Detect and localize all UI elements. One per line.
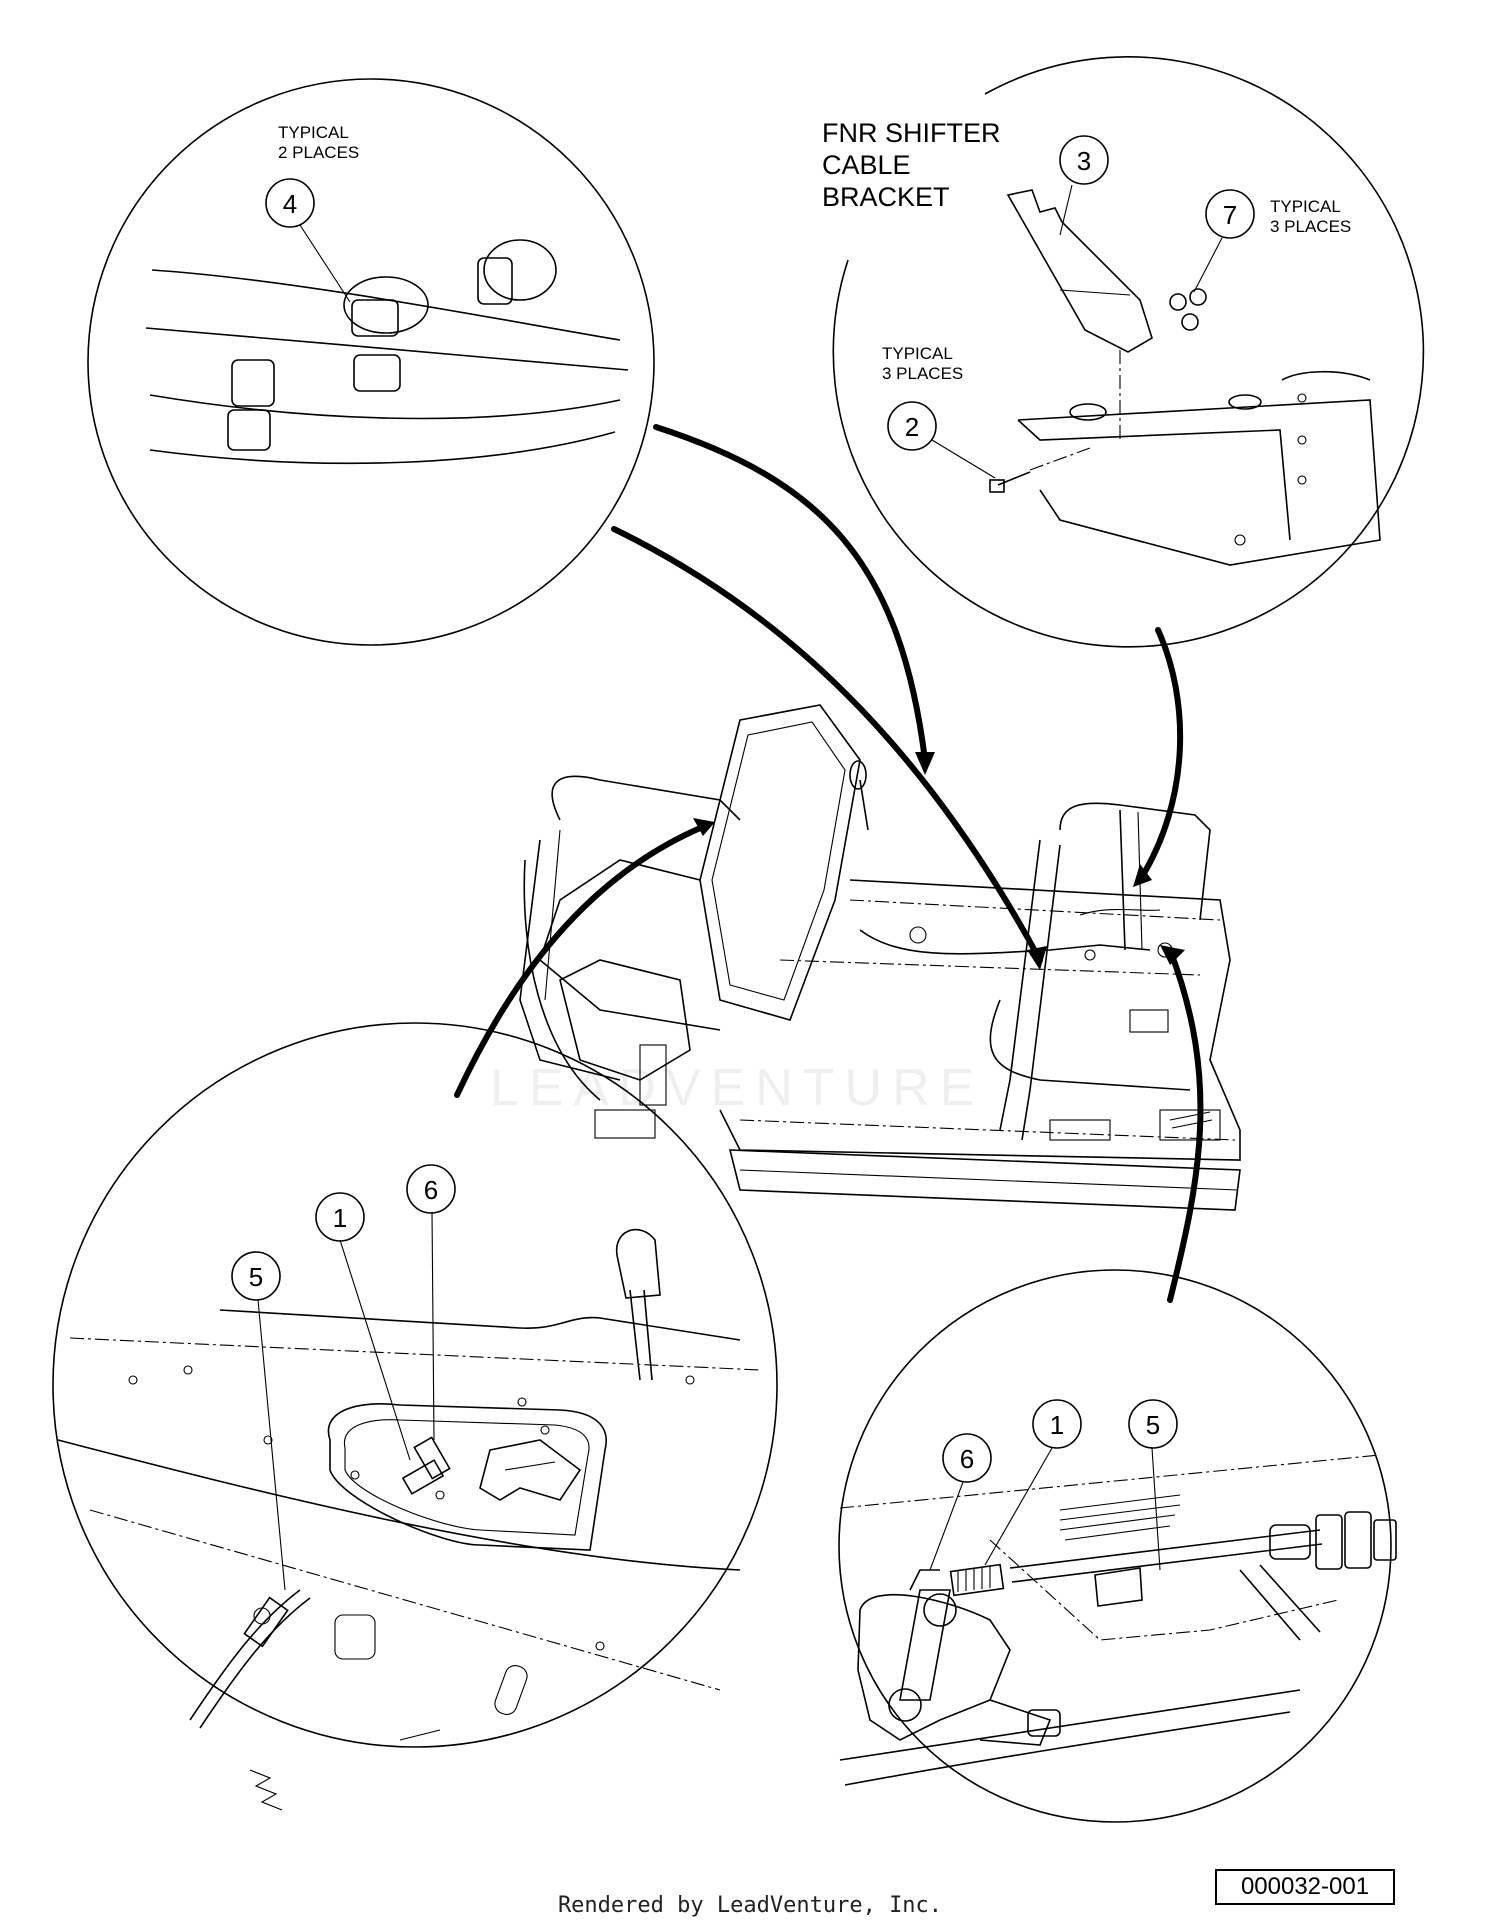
detail-circle-bottom-right: 6 1 5	[838, 1269, 1397, 1823]
note-typical-3-places-a-line1: TYPICAL	[1270, 197, 1341, 216]
detail-connector-lines	[454, 424, 1204, 1303]
bracket-title-line3: BRACKET	[822, 182, 950, 212]
note-typical-2-places-line1: TYPICAL	[278, 123, 349, 142]
callout-1-bottom-left: 1	[315, 1192, 411, 1461]
callout-4-top-left: 4	[265, 178, 351, 303]
callout-number: 7	[1223, 200, 1237, 230]
callout-number: 1	[333, 1203, 347, 1233]
callout-number: 6	[960, 1444, 974, 1474]
bracket-title-line2: CABLE	[822, 150, 911, 180]
callout-7: 7	[1193, 189, 1255, 293]
diagram-part-code: 000032-001	[1215, 1869, 1395, 1905]
note-typical-3-places-b-line1: TYPICAL	[882, 344, 953, 363]
note-typical-3-places-a-line2: 3 PLACES	[1270, 217, 1351, 236]
callout-5-bottom-right: 5	[1128, 1399, 1178, 1571]
callout-2: 2	[887, 401, 996, 479]
callout-number: 4	[283, 189, 297, 219]
note-typical-3-places-b-line2: 3 PLACES	[882, 364, 963, 383]
detail-circle-bottom-left: 1 6 5	[52, 1022, 778, 1811]
main-vehicle-frame: LEADVENTURE	[490, 704, 1241, 1211]
detail-circle-top-left: TYPICAL 2 PLACES 4	[87, 78, 655, 646]
bracket-title-line1: FNR SHIFTER	[822, 118, 1001, 148]
callout-number: 1	[1050, 1410, 1064, 1440]
callout-number: 3	[1077, 146, 1091, 176]
footer-rendered-by: Rendered by LeadVenture, Inc.	[557, 1893, 943, 1918]
callout-6-bottom-left: 6	[406, 1164, 456, 1441]
callout-number: 5	[1146, 1410, 1160, 1440]
callout-number: 2	[905, 412, 919, 442]
callout-5-bottom-left: 5	[231, 1251, 286, 1591]
detail-circle-top-right: FNR SHIFTER CABLE BRACKET TYPICAL 3 PLAC…	[822, 56, 1425, 648]
callout-number: 5	[249, 1262, 263, 1292]
watermark-text: LEADVENTURE	[490, 1059, 984, 1117]
callout-1-bottom-right: 1	[984, 1399, 1082, 1566]
callout-number: 6	[424, 1175, 438, 1205]
note-typical-2-places-line2: 2 PLACES	[278, 143, 359, 162]
connector-arrowheads	[693, 752, 1185, 970]
callout-3: 3	[1059, 135, 1109, 236]
callout-6-bottom-right: 6	[929, 1433, 992, 1571]
